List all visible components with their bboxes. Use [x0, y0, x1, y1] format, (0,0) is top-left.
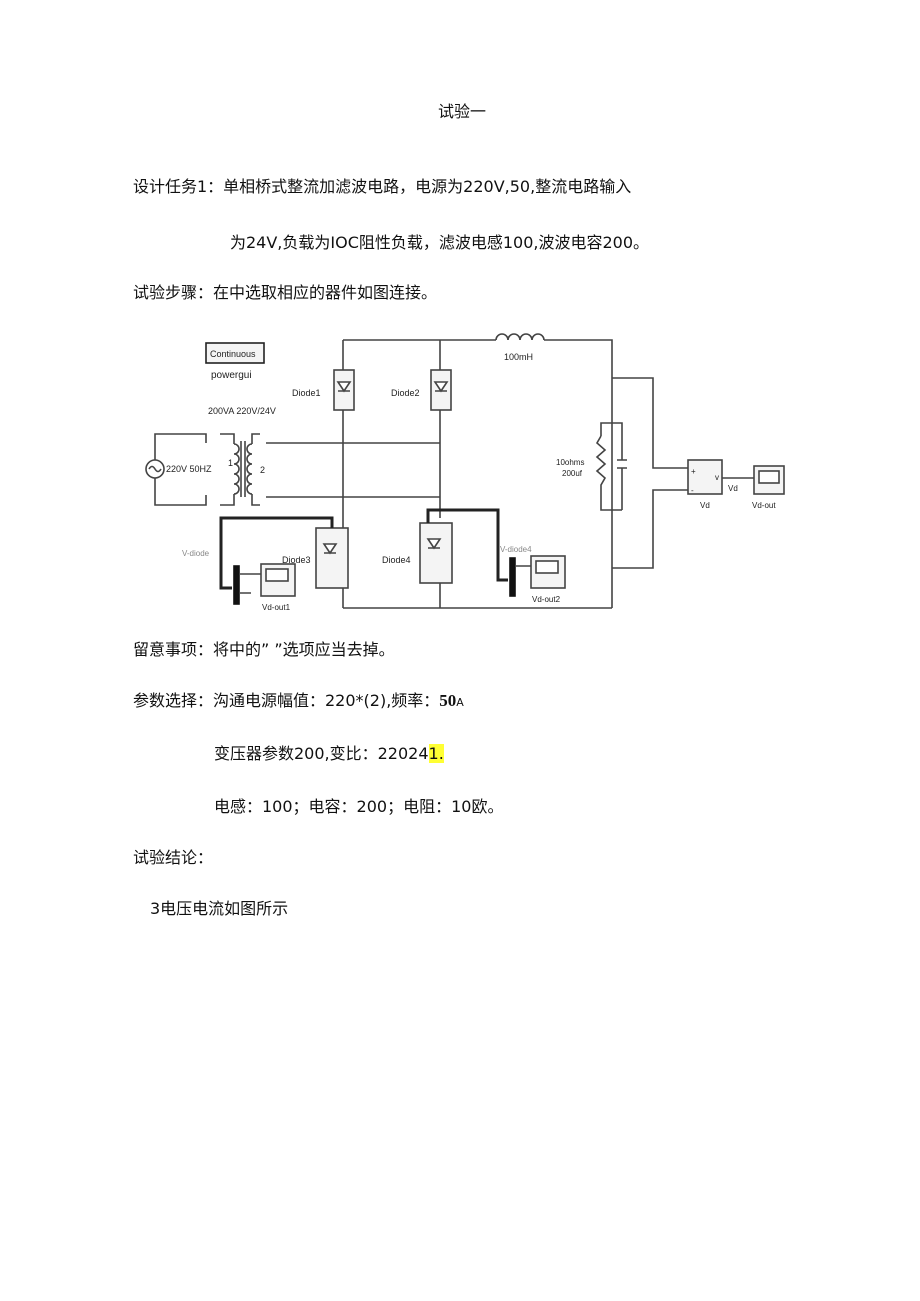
- winding-2-label: 2: [260, 465, 265, 475]
- vd-signal-label: Vd: [728, 484, 738, 493]
- transformer-params-highlight: 1.: [428, 744, 444, 763]
- vd-scope-label: Vd-out: [752, 501, 776, 510]
- component-params: 电感：100；电容：200；电阻：10欧。: [214, 797, 504, 816]
- vout2-label: Vd-out2: [532, 595, 561, 604]
- params-frequency: 50: [439, 691, 457, 710]
- note-text: 留意事项：将中的” ”选项应当去掉。: [133, 640, 395, 659]
- diode4-label: Diode4: [382, 555, 411, 565]
- params-label: 参数选择：沟通电源幅值：220*(2),频率：: [133, 691, 440, 710]
- load-capacitor-label: 200uf: [562, 469, 583, 478]
- vdiode4-label: V-diode4: [500, 545, 532, 554]
- diode1-label: Diode1: [292, 388, 321, 398]
- powergui-box-label: Continuous: [210, 349, 256, 359]
- vd-block-label: Vd: [700, 501, 710, 510]
- powergui-label: powergui: [211, 370, 252, 381]
- conclusion-label: 试验结论：: [133, 848, 214, 867]
- transformer-params: 变压器参数200,变比：22024: [214, 744, 429, 763]
- circuit-diagram: Continuous powergui 200VA 220V/24V 220V …: [145, 333, 785, 612]
- page-title: 试验一: [438, 102, 487, 121]
- transformer-params-line: 变压器参数200,变比：220241.: [214, 744, 444, 764]
- params-line: 参数选择：沟通电源幅值：220*(2),频率：50A: [133, 691, 464, 713]
- source-label: 220V 50HZ: [166, 464, 212, 474]
- conclusion-item: 3电压电流如图所示: [150, 899, 289, 918]
- inductor-label: 100mH: [504, 352, 533, 362]
- task-line-1: 设计任务1：单相桥式整流加滤波电路，电源为220V,50,整流电路输入: [133, 177, 632, 196]
- vdiode3-label: V-diode: [182, 549, 210, 558]
- winding-1-label: 1: [228, 458, 233, 468]
- load-resistor-label: 10ohms: [556, 458, 584, 467]
- vout1-label: Vd-out1: [262, 603, 291, 612]
- diode2-label: Diode2: [391, 388, 420, 398]
- steps-text: 试验步骤：在中选取相应的器件如图连接。: [133, 283, 438, 302]
- diode3-label: Diode3: [282, 555, 311, 565]
- vd-plus: +: [691, 467, 696, 476]
- task-line-2: 为24V,负载为IOC阻性负载，滤波电感100,波波电容200。: [230, 233, 650, 252]
- vd-v: v: [715, 473, 719, 482]
- vd-minus: -: [691, 486, 694, 495]
- params-frequency-suffix: A: [456, 696, 464, 709]
- transformer-label: 200VA 220V/24V: [208, 406, 276, 416]
